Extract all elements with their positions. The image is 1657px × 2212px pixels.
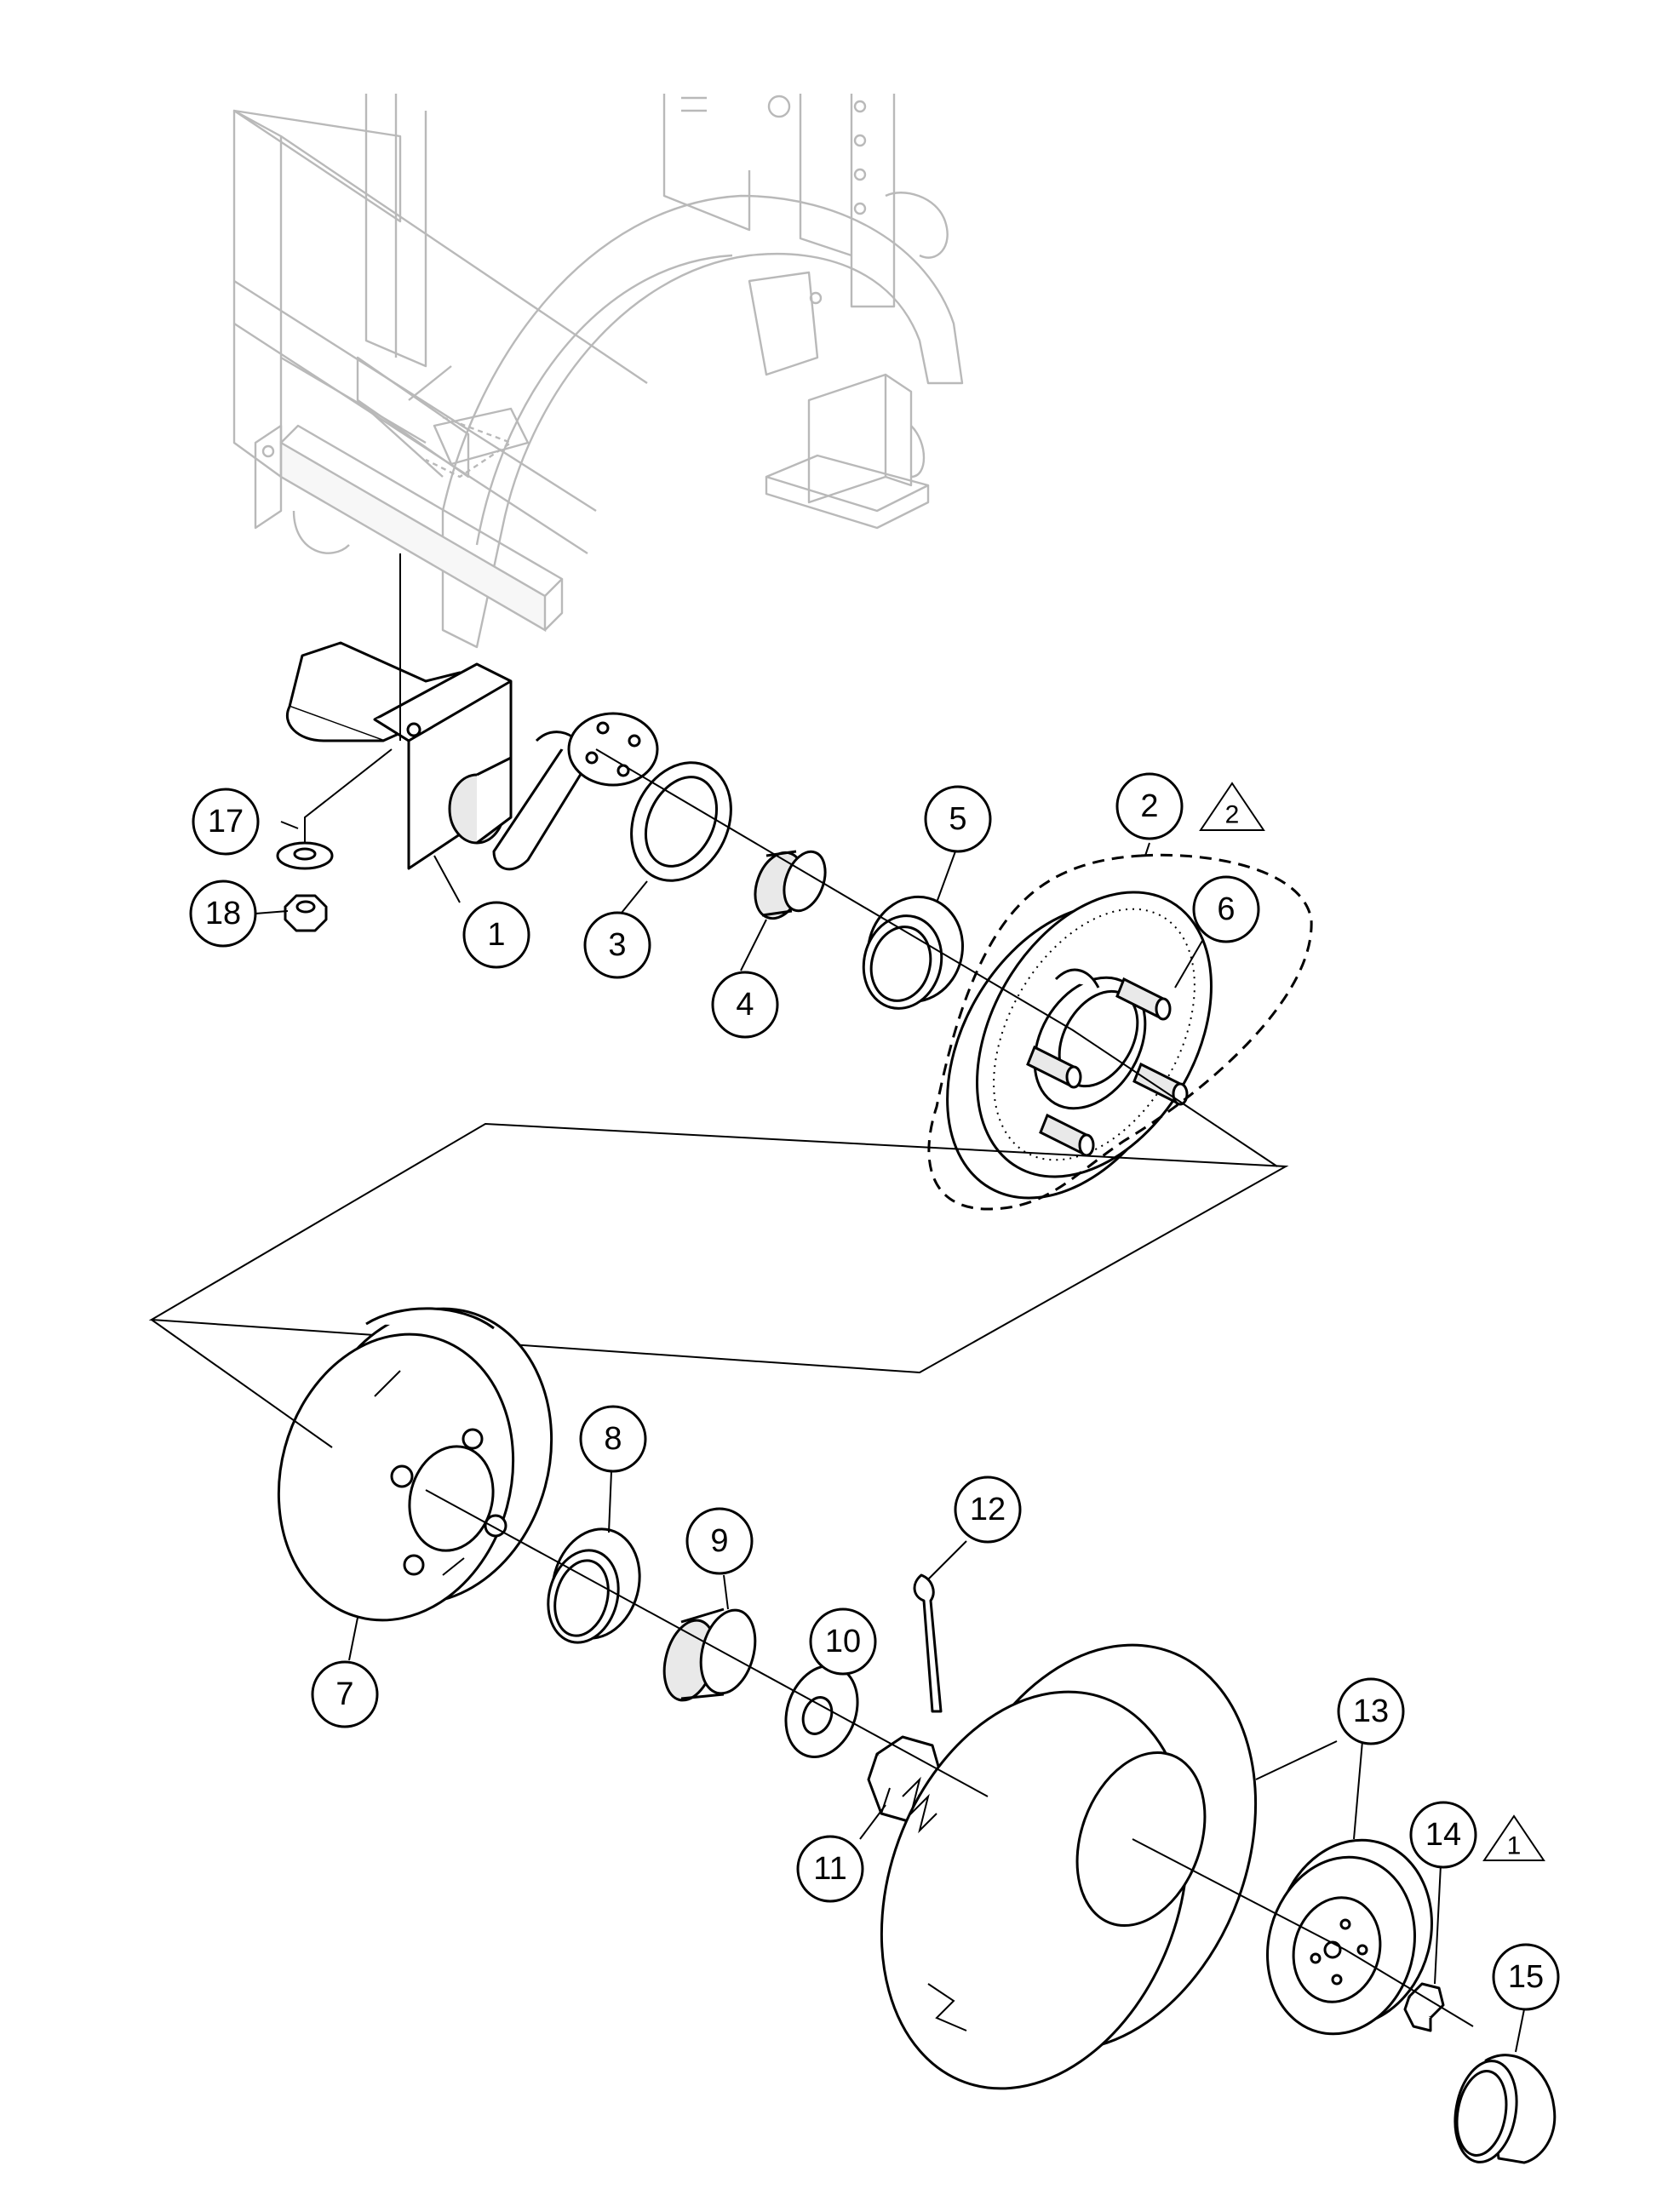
tire (880, 1643, 1258, 2090)
callout-label: 3 (608, 927, 626, 963)
hub-assembly (946, 891, 1213, 1200)
callout-12: 12 (954, 1476, 1022, 1544)
callout-label: 12 (970, 1492, 1006, 1527)
revision-label: 1 (1507, 1832, 1522, 1860)
callout-18: 18 (189, 880, 257, 948)
axle-bracket (286, 641, 659, 871)
callout-label: 1 (487, 917, 505, 953)
callout-5: 5 (924, 785, 992, 853)
callout-label: 13 (1353, 1693, 1389, 1729)
inner-bearing (754, 850, 827, 920)
bearing-cup-inner (862, 895, 964, 1010)
callout-15: 15 (1492, 1943, 1560, 2011)
callout-17: 17 (192, 788, 260, 856)
exploded-plane-outline (148, 1122, 1289, 1374)
callout-label: 8 (604, 1421, 622, 1457)
callout-2: 2 2 (1115, 772, 1265, 840)
callout-label: 6 (1217, 891, 1235, 927)
callout-14: 14 1 (1409, 1801, 1545, 1869)
revision-triangle-icon (1199, 782, 1265, 831)
revision-label: 2 (1225, 801, 1240, 829)
callout-label: 14 (1425, 1817, 1461, 1853)
callout-label: 4 (736, 987, 754, 1023)
callout-label: 5 (949, 801, 966, 837)
lock-washer (276, 841, 334, 870)
callout-13: 13 (1337, 1677, 1405, 1745)
callout-label: 7 (335, 1676, 353, 1712)
callout-4: 4 (711, 971, 779, 1039)
callout-label: 15 (1508, 1959, 1544, 1995)
grease-seal (630, 761, 732, 882)
hex-nut (284, 894, 328, 932)
callout-3: 3 (583, 911, 651, 979)
bearing-cup-outer (547, 1527, 641, 1644)
callout-10: 10 (809, 1607, 877, 1676)
callout-label: 17 (208, 804, 244, 840)
revision-triangle-icon (1482, 1814, 1545, 1861)
assembly-centerlines (151, 553, 1474, 2027)
callout-6: 6 (1192, 875, 1260, 943)
callout-7: 7 (311, 1660, 379, 1728)
cotter-pin (913, 1573, 943, 1713)
callout-label: 11 (813, 1851, 846, 1887)
dust-cap (1453, 2054, 1557, 2164)
machine-frame-ghost (232, 94, 964, 649)
callout-8: 8 (579, 1405, 647, 1473)
brake-drum (277, 1307, 553, 1622)
callout-label: 10 (825, 1624, 861, 1659)
callout-label: 18 (205, 896, 241, 931)
callout-1: 1 (462, 901, 530, 969)
callout-label: 9 (710, 1523, 728, 1559)
outer-bearing (662, 1607, 757, 1702)
callout-11: 11 (796, 1835, 864, 1903)
callout-9: 9 (685, 1507, 754, 1575)
hub-assembly-outline (927, 853, 1313, 1211)
callout-label: 2 (1140, 788, 1158, 824)
